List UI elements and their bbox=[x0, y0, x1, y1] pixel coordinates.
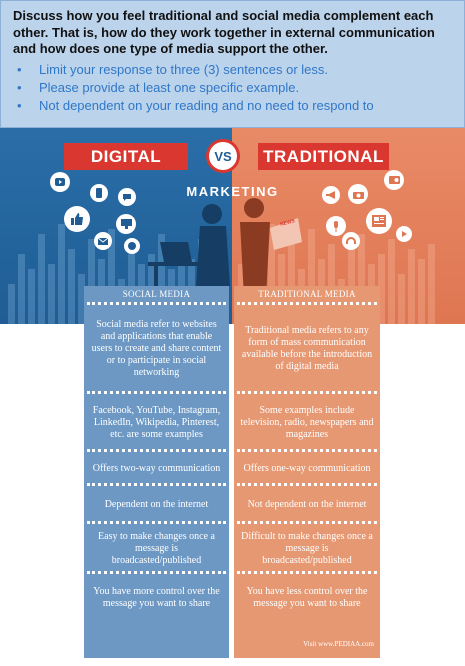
thumbs-up-icon bbox=[64, 206, 90, 232]
table-cell: Difficult to make changes once a message… bbox=[241, 530, 373, 566]
headphones-icon bbox=[342, 232, 360, 250]
marketing-subtitle: MARKETING bbox=[186, 184, 279, 199]
divider bbox=[87, 571, 226, 576]
divider bbox=[237, 302, 377, 307]
mic-icon bbox=[326, 216, 346, 236]
vs-badge: VS bbox=[206, 139, 240, 173]
infographic-banner: DIGITAL VS TRADITIONAL MARKETING bbox=[0, 128, 465, 324]
social-media-column: SOCIAL MEDIA Social media refer to websi… bbox=[84, 286, 229, 658]
prompt-bullet: Limit your response to three (3) sentenc… bbox=[17, 61, 454, 79]
table-cell: Facebook, YouTube, Instagram, LinkedIn, … bbox=[92, 404, 221, 440]
chat-icon bbox=[118, 188, 136, 206]
table-cell: Offers one-way communication bbox=[243, 462, 371, 474]
table-cell: Some examples include television, radio,… bbox=[240, 404, 374, 440]
play-icon bbox=[396, 226, 412, 242]
table-cell: Traditional media refers to any form of … bbox=[241, 325, 373, 372]
divider bbox=[87, 302, 226, 307]
table-cell: You have less control over the message y… bbox=[246, 586, 368, 609]
divider bbox=[87, 391, 226, 396]
digital-title: DIGITAL bbox=[64, 143, 188, 170]
camera-icon bbox=[348, 184, 368, 204]
divider bbox=[87, 521, 226, 526]
divider bbox=[237, 571, 377, 576]
traditional-media-column: TRADITIONAL MEDIA Traditional media refe… bbox=[234, 286, 380, 658]
table-cell: Offers two-way communication bbox=[92, 462, 221, 474]
comparison-table: SOCIAL MEDIA Social media refer to websi… bbox=[84, 286, 380, 658]
monitor-icon bbox=[116, 214, 136, 234]
megaphone-icon bbox=[322, 186, 340, 204]
divider bbox=[237, 521, 377, 526]
prompt-bullet: Please provide at least one specific exa… bbox=[17, 79, 454, 97]
phone-icon bbox=[90, 184, 108, 202]
table-cell: Dependent on the internet bbox=[104, 498, 209, 510]
divider bbox=[237, 391, 377, 396]
table-cell: Not dependent on the internet bbox=[247, 498, 367, 510]
mail-icon bbox=[94, 232, 112, 250]
table-cell: Easy to make changes once a message is b… bbox=[98, 530, 215, 566]
traditional-media-header: TRADITIONAL MEDIA bbox=[258, 289, 356, 299]
table-cell: You have more control over the message y… bbox=[93, 586, 220, 609]
newspaper-icon bbox=[366, 208, 392, 234]
source-credit: Visit www.PEDIAA.com bbox=[303, 640, 374, 648]
traditional-title: TRADITIONAL bbox=[258, 143, 389, 170]
divider bbox=[237, 483, 377, 488]
divider bbox=[87, 483, 226, 488]
play-icon bbox=[50, 172, 70, 192]
table-cell: Social media refer to websites and appli… bbox=[91, 319, 222, 378]
divider bbox=[237, 449, 377, 454]
divider bbox=[87, 449, 226, 454]
prompt-box: Discuss how you feel traditional and soc… bbox=[0, 0, 465, 128]
radio-icon bbox=[384, 170, 404, 190]
prompt-bullet: Not dependent on your reading and no nee… bbox=[17, 97, 454, 115]
prompt-bullet-list: Limit your response to three (3) sentenc… bbox=[13, 61, 454, 115]
social-media-header: SOCIAL MEDIA bbox=[122, 289, 191, 299]
prompt-question: Discuss how you feel traditional and soc… bbox=[13, 8, 435, 56]
network-icon bbox=[124, 238, 140, 254]
